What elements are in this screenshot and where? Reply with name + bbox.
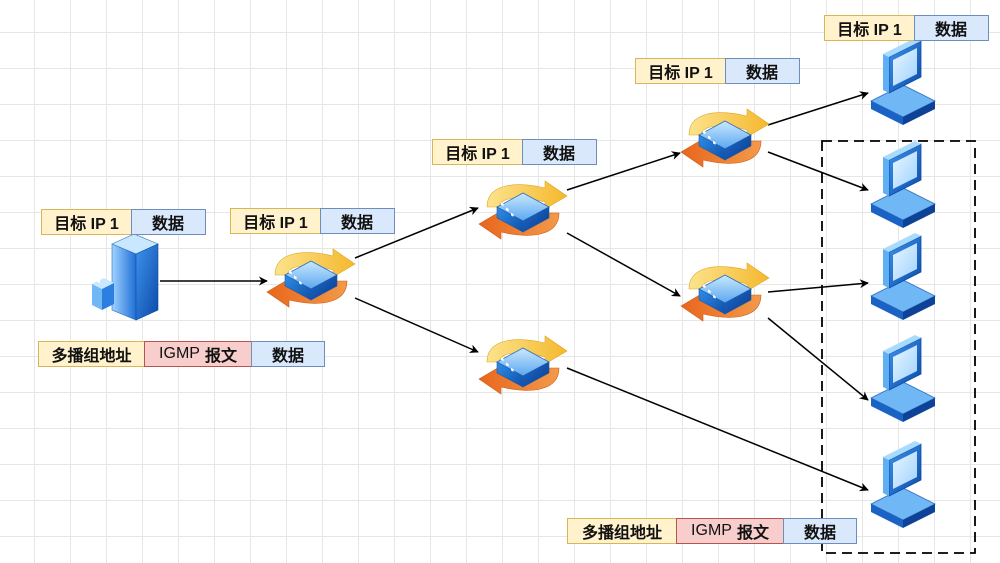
target-ip-cell: 目标 IP 1: [230, 208, 321, 234]
report-text: 报文: [736, 525, 769, 542]
computer-icon: [870, 140, 936, 229]
edge-router5-host4: [767, 317, 869, 401]
multicast-group-cell: 多播组地址: [567, 518, 677, 544]
data-cell: 数据: [913, 15, 989, 41]
packet-label-router1: 目标 IP 1 数据: [230, 208, 395, 234]
target-ip-cell: 目标 IP 1: [432, 139, 523, 165]
computer-icon: [870, 334, 936, 423]
igmp-text: IGMP: [691, 522, 732, 539]
router-icon: [680, 262, 770, 322]
data-cell: 数据: [521, 139, 597, 165]
packet-label-router2: 目标 IP 1 数据: [432, 139, 597, 165]
data-cell: 数据: [319, 208, 395, 234]
multicast-group-cell: 多播组地址: [38, 341, 145, 367]
edge-router2-router5: [566, 232, 681, 297]
edge-router3-host5: [566, 367, 869, 492]
server-icon: [92, 233, 159, 321]
multicast-label-left: 多播组地址 IGMP 报文 数据: [38, 341, 325, 367]
data-cell: 数据: [783, 518, 857, 544]
data-cell: 数据: [251, 341, 325, 367]
router-icon: [680, 108, 770, 168]
computer-icon: [870, 232, 936, 321]
packet-label-host1: 目标 IP 1 数据: [824, 15, 989, 41]
igmp-report-cell: IGMP 报文: [675, 518, 785, 544]
multicast-group-box: [821, 140, 976, 554]
edge-router4-host1: [767, 91, 869, 126]
router-icon: [266, 248, 356, 308]
data-cell: 数据: [724, 58, 800, 84]
multicast-label-bottom: 多播组地址 IGMP 报文 数据: [567, 518, 857, 544]
target-ip-cell: 目标 IP 1: [635, 58, 726, 84]
edge-router2-router4: [566, 151, 681, 191]
igmp-report-cell: IGMP 报文: [143, 341, 253, 367]
connectors: [160, 91, 869, 492]
target-ip-cell: 目标 IP 1: [41, 209, 132, 235]
packet-label-router4: 目标 IP 1 数据: [635, 58, 800, 84]
target-ip-cell: 目标 IP 1: [824, 15, 915, 41]
igmp-text: IGMP: [159, 345, 200, 362]
computer-icon: [870, 37, 936, 126]
data-cell: 数据: [130, 209, 206, 235]
router-icon: [478, 180, 568, 240]
edge-router1-router2: [354, 206, 479, 259]
packet-label-server: 目标 IP 1 数据: [41, 209, 206, 235]
report-text: 报文: [204, 348, 237, 365]
edge-router1-router3: [354, 297, 479, 353]
router-icon: [478, 335, 568, 395]
edge-router4-host2: [767, 151, 869, 192]
edge-router5-host3: [767, 279, 869, 293]
computer-icon: [870, 440, 936, 529]
